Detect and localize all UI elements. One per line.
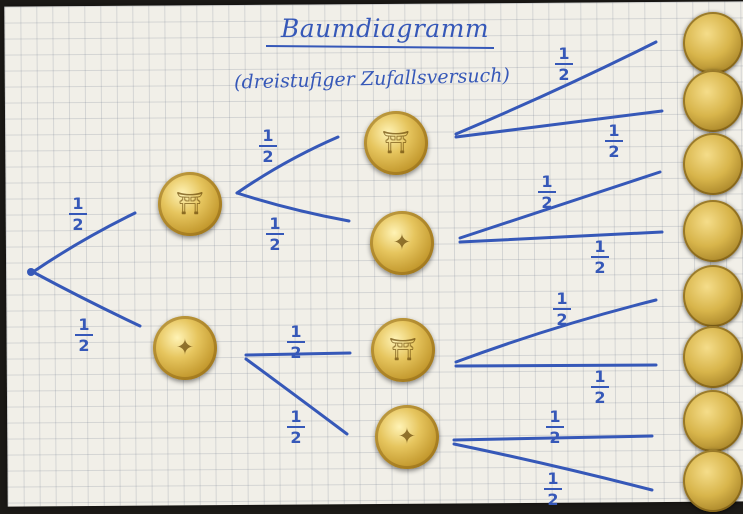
brandenburg-gate-icon: ⛩ (382, 130, 410, 156)
branch-root-down (31, 270, 142, 328)
branch-l3-2-up (458, 170, 662, 240)
coin-heads (683, 265, 743, 327)
brandenburg-gate-icon: ⛩ (389, 337, 417, 363)
branch-l3-4-up (452, 434, 654, 442)
twenty-cent-icon: ✦ (175, 335, 195, 361)
coin-tails (683, 70, 743, 132)
branch-l3-2-down (458, 230, 664, 244)
coin-tails: ✦ (370, 211, 434, 275)
branch-l2-lower-down (244, 357, 349, 436)
coin-heads (683, 133, 743, 195)
branch-l3-4-down (452, 442, 654, 492)
branch-l3-3-up (454, 298, 658, 364)
twenty-cent-icon: ✦ (392, 230, 412, 256)
coin-tails: ✦ (375, 405, 439, 469)
coin-tails: ✦ (153, 316, 217, 380)
branch-l2-upper-up (235, 135, 340, 195)
coin-tails (683, 326, 743, 388)
branch-l3-1-up (454, 40, 658, 136)
coin-tails (683, 200, 743, 262)
coin-heads (683, 12, 743, 74)
branch-l2-lower-up (244, 351, 352, 357)
coin-tails (683, 450, 743, 512)
twenty-cent-icon: ✦ (397, 424, 417, 450)
coin-heads: ⛩ (371, 318, 435, 382)
coin-heads (683, 390, 743, 452)
coin-heads: ⛩ (364, 111, 428, 175)
branch-l2-upper-down (235, 191, 351, 223)
brandenburg-gate-icon: ⛩ (176, 191, 204, 217)
branch-root-up (31, 211, 137, 274)
diagram-title: Baumdiagramm (280, 14, 490, 43)
branch-l3-3-down (454, 363, 658, 368)
root-node (27, 268, 35, 276)
branch-l3-1-down (454, 109, 664, 139)
coin-heads: ⛩ (158, 172, 222, 236)
